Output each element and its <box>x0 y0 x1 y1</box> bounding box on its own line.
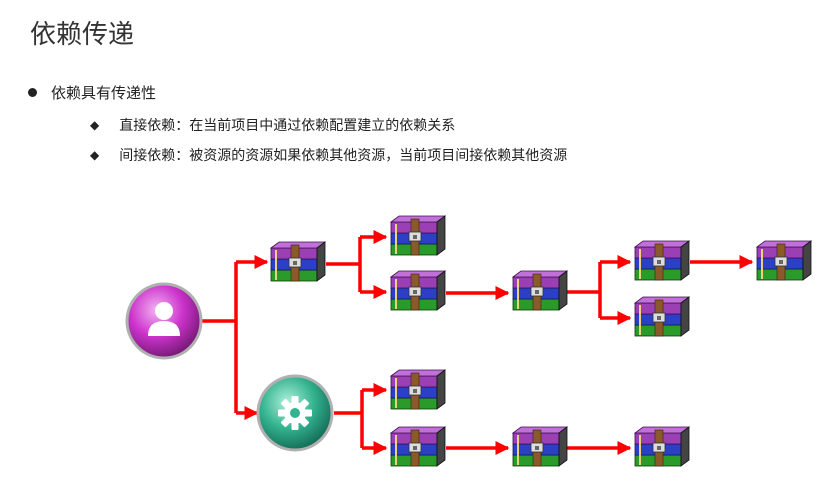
user-node <box>125 282 203 360</box>
archive-books-icon <box>512 270 568 311</box>
bullet-indirect: ◆ 间接依赖：被资源的资源如果依赖其他资源，当前项目间接依赖其他资源 <box>90 145 567 165</box>
user-icon <box>148 302 180 336</box>
archive-books-icon <box>390 369 446 410</box>
bullet-direct-text: 直接依赖：在当前项目中通过依赖配置建立的依赖关系 <box>119 118 456 134</box>
diamond-bullet-icon: ◆ <box>90 148 100 162</box>
bullet-direct: ◆ 直接依赖：在当前项目中通过依赖配置建立的依赖关系 <box>90 115 455 135</box>
archive-books-icon <box>390 270 446 311</box>
bullet-main-text: 依赖具有传递性 <box>51 84 157 102</box>
page-title: 依赖传递 <box>30 20 135 50</box>
gear-node <box>256 374 334 452</box>
archive-books-icon <box>634 296 690 337</box>
archive-books-icon <box>390 215 446 256</box>
bullet-dot-icon <box>28 88 37 97</box>
archive-books-icon <box>512 426 568 467</box>
bullet-indirect-text: 间接依赖：被资源的资源如果依赖其他资源，当前项目间接依赖其他资源 <box>119 148 568 164</box>
archive-books-icon <box>634 240 690 281</box>
bullet-main: 依赖具有传递性 <box>28 82 156 103</box>
diamond-bullet-icon: ◆ <box>90 118 100 132</box>
archive-books-icon <box>270 241 326 282</box>
archive-books-icon <box>634 426 690 467</box>
archive-books-icon <box>390 426 446 467</box>
connector-lines <box>202 230 754 455</box>
gear-icon <box>278 396 312 430</box>
archive-books-icon <box>756 240 812 281</box>
